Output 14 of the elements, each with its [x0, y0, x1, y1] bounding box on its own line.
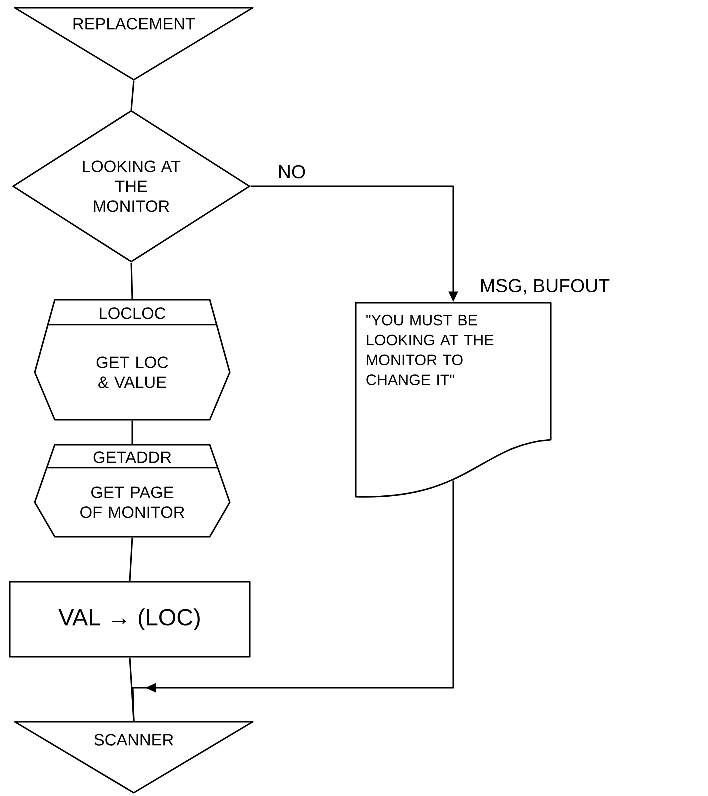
flow-line	[130, 262, 134, 300]
flow-line	[129, 658, 135, 722]
flow-line	[129, 538, 134, 582]
process-box: VAL → (LOC)	[9, 581, 251, 658]
edge-label: NO	[280, 165, 306, 179]
connector-triangle: SCANNER	[14, 721, 254, 794]
output-document: "YOU MUST BE LOOKING AT THE MONITOR TO CHANGE IT"	[355, 302, 552, 498]
flow-line	[130, 80, 135, 110]
subroutine-hexagon: GETADDR GET PAGE OF MONITOR	[34, 444, 231, 538]
output-label: MSG, BUFOUT	[481, 279, 610, 295]
connector-triangle: REPLACEMENT	[14, 7, 254, 81]
flow-arrow	[132, 480, 454, 722]
subroutine-hexagon: LOCLOC GET LOC & VALUE	[34, 299, 231, 421]
flow-line	[132, 420, 134, 444]
